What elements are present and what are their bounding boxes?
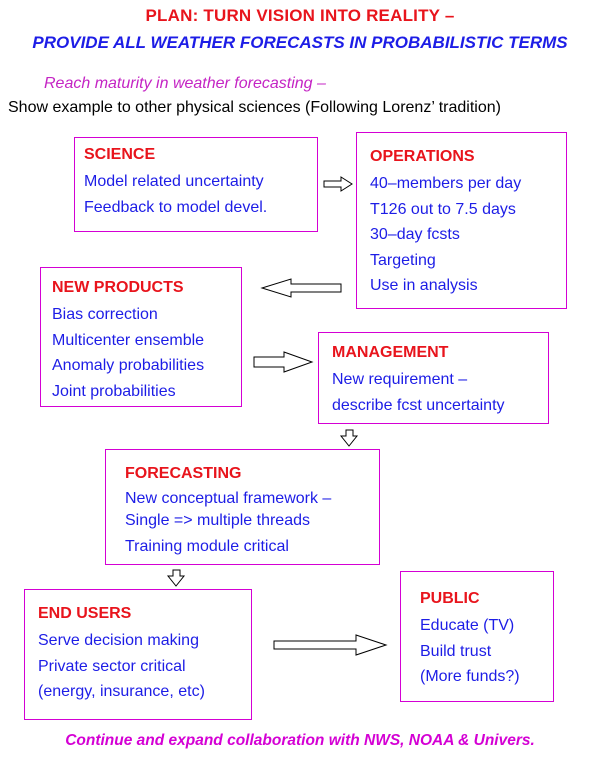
footer-note: Continue and expand collaboration with N…	[65, 732, 535, 749]
page-title: PLAN: TURN VISION INTO REALITY –	[145, 6, 455, 25]
operations-box: OPERATIONS 40–members per day T126 out t…	[356, 132, 567, 309]
operations-line: 40–members per day	[370, 175, 522, 192]
new-products-line: Anomaly probabilities	[52, 357, 205, 374]
management-box: MANAGEMENT New requirement – describe fc…	[318, 332, 549, 424]
page-subtitle: PROVIDE ALL WEATHER FORECASTS IN PROBABI…	[32, 33, 568, 52]
operations-line: T126 out to 7.5 days	[370, 200, 516, 218]
forecasting-box: FORECASTING New conceptual framework – S…	[105, 449, 380, 565]
public-heading: PUBLIC	[420, 590, 480, 607]
forecasting-line: New conceptual framework –	[125, 490, 332, 507]
public-line: (More funds?)	[420, 668, 520, 685]
end-users-heading: END USERS	[38, 605, 132, 622]
arrow-management-to-forecasting	[339, 429, 359, 447]
management-line: New requirement –	[332, 371, 468, 388]
new-products-box: NEW PRODUCTS Bias correction Multicenter…	[40, 267, 242, 407]
management-heading: MANAGEMENT	[332, 344, 449, 361]
goal-line: Reach maturity in weather forecasting –	[44, 75, 326, 92]
new-products-line: Multicenter ensemble	[52, 331, 205, 349]
forecasting-line: Training module critical	[125, 538, 289, 555]
arrow-forecasting-to-end-users	[166, 569, 186, 587]
new-products-line: Joint probabilities	[52, 382, 176, 400]
end-users-line: Private sector critical	[38, 657, 186, 675]
forecasting-line: Single => multiple threads	[125, 512, 310, 529]
end-users-box: END USERS Serve decision making Private …	[24, 589, 252, 720]
arrow-science-to-operations	[323, 176, 353, 192]
new-products-heading: NEW PRODUCTS	[52, 279, 184, 296]
end-users-line: (energy, insurance, etc)	[38, 683, 205, 700]
operations-line: Use in analysis	[370, 277, 478, 294]
arrow-operations-to-new-products	[260, 278, 342, 298]
public-line: Build trust	[420, 642, 492, 660]
operations-line: Targeting	[370, 251, 436, 269]
public-box: PUBLIC Educate (TV) Build trust (More fu…	[400, 571, 554, 702]
management-line: describe fcst uncertainty	[332, 396, 505, 414]
science-heading: SCIENCE	[84, 146, 156, 163]
new-products-line: Bias correction	[52, 306, 158, 323]
operations-line: 30–day fcsts	[370, 226, 460, 243]
arrow-end-users-to-public	[273, 634, 388, 656]
forecasting-heading: FORECASTING	[125, 465, 242, 482]
public-line: Educate (TV)	[420, 617, 515, 634]
science-line: Feedback to model devel.	[84, 198, 268, 216]
tradition-line: Show example to other physical sciences …	[8, 99, 501, 116]
science-line: Model related uncertainty	[84, 173, 264, 190]
arrow-new-products-to-management	[253, 351, 314, 373]
end-users-line: Serve decision making	[38, 632, 199, 649]
science-box: SCIENCE Model related uncertainty Feedba…	[74, 137, 318, 232]
operations-heading: OPERATIONS	[370, 148, 475, 165]
